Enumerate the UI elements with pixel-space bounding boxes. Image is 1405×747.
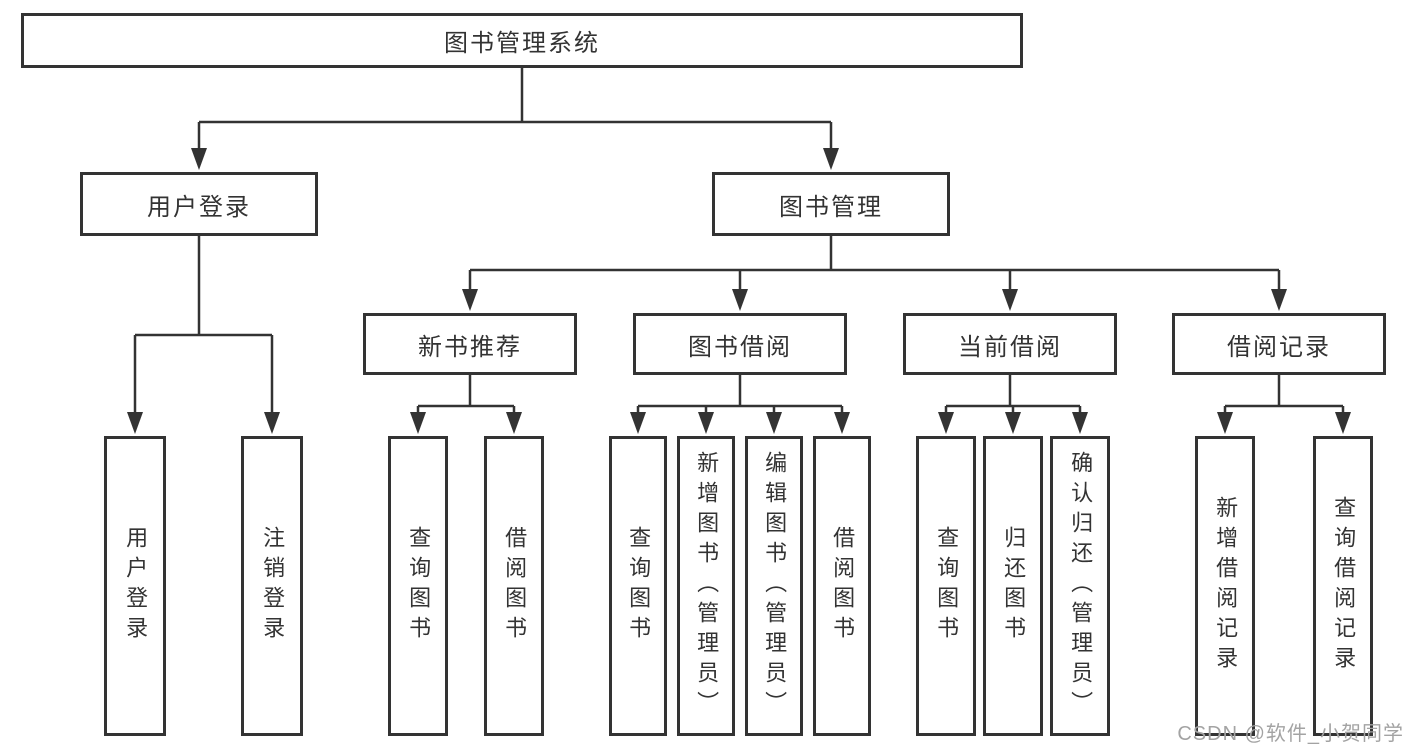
node-book-borrow-label: 图书借阅 (688, 333, 792, 361)
leaf-borrow-borrow-books-label: 借阅图书 (830, 526, 856, 646)
node-root: 图书管理系统 (21, 13, 1023, 68)
leaf-borrow-add-books-admin-label: 新增图书（管理员） (694, 451, 720, 721)
node-book-borrow: 图书借阅 (633, 313, 847, 375)
arrowhead-icon (732, 289, 748, 311)
connector-recommend-to-leaves (410, 375, 522, 434)
leaf-recommend-borrow-books-label: 借阅图书 (502, 526, 528, 646)
leaf-logout-label: 注销登录 (260, 526, 286, 646)
node-current-borrow-label: 当前借阅 (958, 333, 1062, 361)
node-root-label: 图书管理系统 (444, 30, 600, 57)
node-new-book-recommend: 新书推荐 (363, 313, 577, 375)
leaf-current-confirm-return-admin: 确认归还（管理员） (1050, 436, 1110, 736)
leaf-logout: 注销登录 (241, 436, 303, 736)
arrowhead-icon (938, 412, 954, 434)
leaf-borrow-query-books-label: 查询图书 (626, 526, 652, 646)
arrowhead-icon (264, 412, 280, 434)
arrowhead-icon (191, 148, 207, 170)
arrowhead-icon (1072, 412, 1088, 434)
leaf-records-add-record-label: 新增借阅记录 (1213, 496, 1239, 676)
connector-current-to-leaves (938, 375, 1088, 434)
arrowhead-icon (834, 412, 850, 434)
leaf-current-return-books-label: 归还图书 (1001, 526, 1027, 646)
node-new-book-recommend-label: 新书推荐 (418, 333, 522, 361)
arrowhead-icon (1335, 412, 1351, 434)
leaf-records-add-record: 新增借阅记录 (1195, 436, 1255, 736)
arrowhead-icon (1002, 289, 1018, 311)
arrowhead-icon (823, 148, 839, 170)
arrowhead-icon (506, 412, 522, 434)
leaf-recommend-query-books-label: 查询图书 (406, 526, 432, 646)
arrowhead-icon (766, 412, 782, 434)
arrowhead-icon (1005, 412, 1021, 434)
arrowhead-icon (1271, 289, 1287, 311)
arrowhead-icon (410, 412, 426, 434)
leaf-current-return-books: 归还图书 (983, 436, 1043, 736)
node-user-login-label: 用户登录 (147, 193, 251, 221)
leaf-recommend-borrow-books: 借阅图书 (484, 436, 544, 736)
connector-root-to-branches (191, 68, 839, 170)
node-current-borrow: 当前借阅 (903, 313, 1117, 375)
leaf-borrow-query-books: 查询图书 (609, 436, 667, 736)
leaf-records-query-record: 查询借阅记录 (1313, 436, 1373, 736)
node-borrow-records-label: 借阅记录 (1227, 333, 1331, 361)
leaf-recommend-query-books: 查询图书 (388, 436, 448, 736)
connector-records-to-leaves (1217, 375, 1351, 434)
node-user-login: 用户登录 (80, 172, 318, 236)
connector-borrow-to-leaves (630, 375, 850, 434)
node-book-mgmt: 图书管理 (712, 172, 950, 236)
arrowhead-icon (630, 412, 646, 434)
csdn-watermark: CSDN @软件_小贺同学 (1177, 723, 1404, 745)
arrowhead-icon (127, 412, 143, 434)
arrowhead-icon (1217, 412, 1233, 434)
leaf-current-query-books-label: 查询图书 (934, 526, 960, 646)
leaf-user-login-label: 用户登录 (123, 526, 149, 646)
leaf-records-query-record-label: 查询借阅记录 (1331, 496, 1357, 676)
connector-userlogin-to-leaves (127, 236, 280, 434)
node-book-mgmt-label: 图书管理 (779, 193, 883, 221)
leaf-borrow-add-books-admin: 新增图书（管理员） (677, 436, 735, 736)
leaf-borrow-borrow-books: 借阅图书 (813, 436, 871, 736)
leaf-borrow-edit-books-admin-label: 编辑图书（管理员） (762, 451, 788, 721)
leaf-current-confirm-return-admin-label: 确认归还（管理员） (1068, 451, 1094, 721)
leaf-user-login: 用户登录 (104, 436, 166, 736)
node-borrow-records: 借阅记录 (1172, 313, 1386, 375)
leaf-current-query-books: 查询图书 (916, 436, 976, 736)
arrowhead-icon (698, 412, 714, 434)
connector-bookmgmt-to-groups (462, 236, 1287, 311)
leaf-borrow-edit-books-admin: 编辑图书（管理员） (745, 436, 803, 736)
arrowhead-icon (462, 289, 478, 311)
